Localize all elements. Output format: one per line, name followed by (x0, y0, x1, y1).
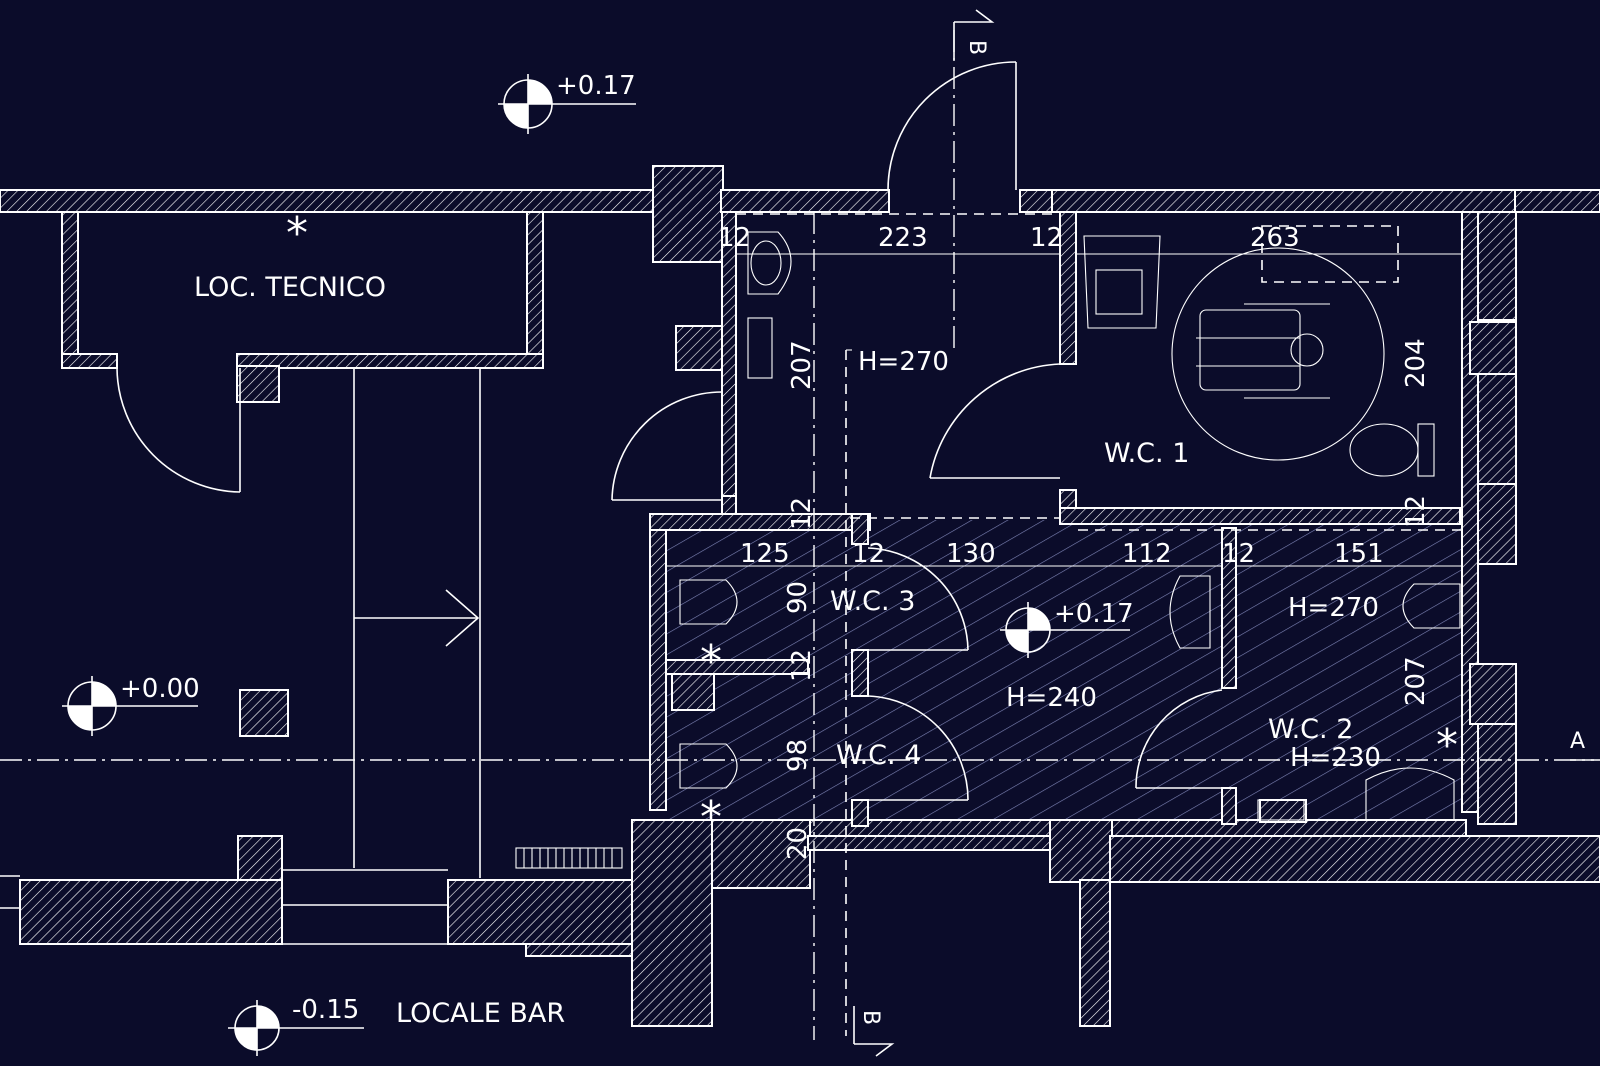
dim-130: 130 (946, 539, 996, 569)
svg-text:A: A (1570, 729, 1585, 754)
dim-12d: 12 (1222, 539, 1255, 569)
section-axes (0, 30, 1600, 1040)
level-marker-entrance (228, 1000, 364, 1056)
labels: LOC. TECNICO * W.C. 1 W.C. 2 W.C. 3 W.C.… (120, 71, 1458, 1029)
level-marker-top (498, 74, 636, 134)
radiator-grille (515, 847, 623, 869)
wheelchair-icon (1196, 303, 1330, 399)
fixtures (679, 225, 1461, 821)
room-label-wc1: W.C. 1 (1104, 438, 1189, 469)
section-marker-a: A (1570, 729, 1594, 761)
dimension-lines (666, 253, 1462, 567)
dim-90: 90 (783, 581, 813, 614)
room-label-wc2: W.C. 2 (1268, 714, 1353, 745)
dim-204: 204 (1401, 338, 1431, 388)
level-marker-antibagno (1000, 602, 1130, 658)
dim-125: 125 (740, 539, 790, 569)
doors (116, 61, 1223, 801)
section-marker-b-top: B (953, 9, 995, 60)
room-label-locale-bar: LOCALE BAR (396, 998, 565, 1029)
dim-223: 223 (878, 223, 928, 253)
level-text-entrance: -0.15 (292, 995, 359, 1025)
star-marker-wc3: * (700, 636, 722, 687)
height-antibagno: H=240 (1006, 683, 1097, 713)
linework (0, 368, 623, 945)
room-label-wc4: W.C. 4 (836, 740, 921, 771)
level-text-antibagno: +0.17 (1054, 599, 1134, 629)
dim-12c: 12 (852, 539, 885, 569)
dim-12e: 12 (787, 497, 817, 530)
svg-text:B: B (964, 40, 989, 55)
height-wc2: H=230 (1290, 743, 1381, 773)
dashed-lines (736, 213, 1462, 1036)
walls (0, 165, 1600, 1027)
dim-20: 20 (783, 827, 813, 860)
dim-263: 263 (1250, 223, 1300, 253)
level-text-top: +0.17 (556, 71, 636, 101)
dim-98: 98 (783, 739, 813, 772)
dim-207a: 207 (787, 340, 817, 390)
height-wc2-upper: H=270 (1288, 593, 1379, 623)
dim-12f: 12 (787, 649, 817, 682)
level-text-bar: +0.00 (120, 674, 200, 704)
section-marker-b-bottom: B (853, 1006, 895, 1057)
dim-12a: 12 (718, 223, 751, 253)
star-marker: * (286, 208, 308, 259)
svg-text:B: B (858, 1010, 883, 1025)
column (239, 689, 289, 737)
star-marker-wc4: * (700, 792, 722, 843)
star-marker-wc2: * (1436, 720, 1458, 771)
room-label-loc-tecnico: LOC. TECNICO (194, 272, 386, 303)
dim-112: 112 (1122, 539, 1172, 569)
level-marker-bar (62, 676, 198, 736)
dim-12b: 12 (1030, 223, 1063, 253)
height-corridor: H=270 (858, 347, 949, 377)
room-label-wc3: W.C. 3 (830, 586, 915, 617)
dim-207b: 207 (1401, 656, 1431, 706)
dim-151: 151 (1334, 539, 1384, 569)
level-markers (62, 74, 1130, 1056)
dim-12g: 12 (1401, 495, 1431, 528)
